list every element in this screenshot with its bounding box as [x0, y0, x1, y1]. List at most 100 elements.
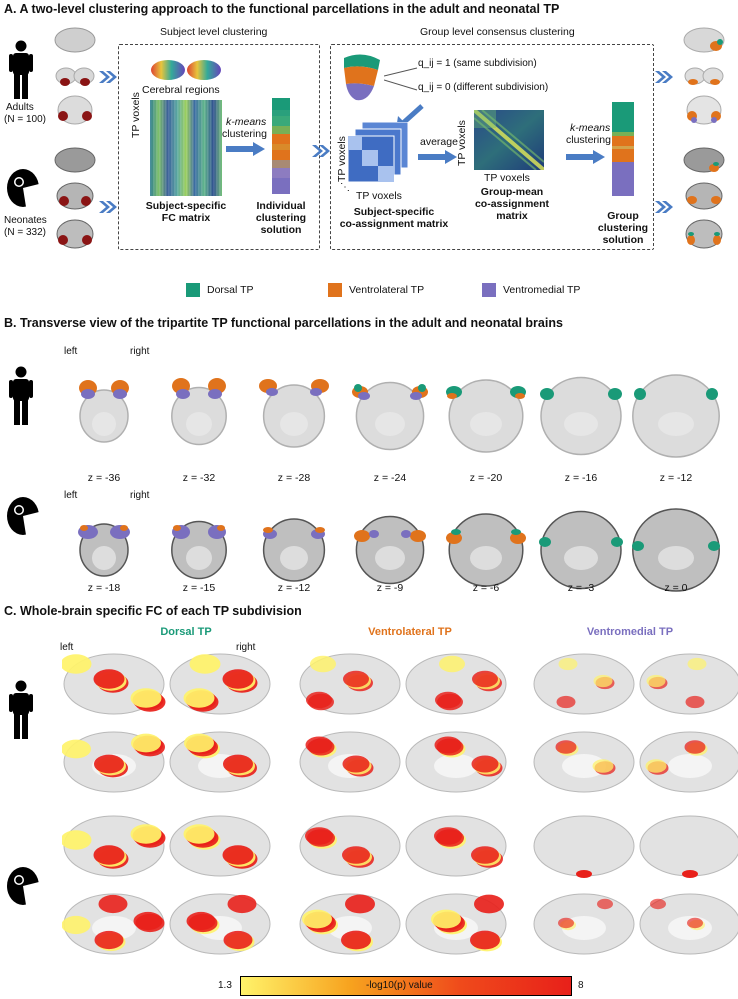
adult-person-icon — [9, 680, 33, 739]
brain-slice — [446, 513, 526, 587]
chevron-right-icon — [655, 71, 673, 83]
lateral-cortex-surface — [62, 653, 166, 715]
arrow-right-icon — [418, 150, 457, 164]
lateral-cortex-surface — [299, 653, 401, 715]
tp-voxels-label-5: TP voxels — [484, 172, 530, 184]
adults-label: Adults — [6, 102, 34, 113]
adult-brain-views-left — [54, 27, 96, 125]
individual-caption-line1: Individual — [256, 200, 306, 212]
medial-cortex-surface — [533, 893, 635, 955]
neonate-icon — [7, 169, 40, 207]
brain-slice — [446, 379, 526, 453]
section-a-title: A. A two-level clustering approach to th… — [4, 2, 560, 16]
brain-slice — [352, 381, 428, 451]
slice-z-label: z = -28 — [277, 472, 311, 484]
tp-voxels-label-4: TP voxels — [456, 120, 468, 166]
group-solution-bar — [612, 102, 634, 196]
medial-cortex-surface — [62, 893, 165, 955]
legend-ventrolateral: Ventrolateral TP — [328, 283, 424, 297]
adult-person-icon — [9, 366, 33, 425]
legend-dorsal: Dorsal TP — [186, 283, 254, 297]
brain-slice — [632, 508, 720, 592]
b-neo-left-label: left — [64, 490, 78, 501]
lateral-cortex-surface — [533, 653, 635, 715]
section-b-title: B. Transverse view of the tripartite TP … — [4, 316, 563, 330]
neonate-icon — [7, 497, 40, 535]
b-neo-right-label: right — [130, 490, 150, 501]
slice-z-label: z = -16 — [564, 472, 598, 484]
coassign-caption-line2: co-assignment matrix — [339, 218, 449, 230]
group-level-label: Group level consensus clustering — [420, 26, 575, 38]
slice-z-label: z = -9 — [376, 582, 404, 594]
medial-cortex-surface — [639, 731, 738, 793]
fc-matrix-caption: Subject-specific FC matrix — [132, 200, 240, 224]
arrow-right-icon — [566, 150, 605, 164]
group-solution-caption-line1: Group — [607, 210, 639, 222]
tp-parcellation-3d — [344, 54, 380, 101]
subject-level-box — [118, 44, 320, 250]
group-solution-caption: Group clustering solution — [592, 210, 654, 246]
fc-matrix — [150, 100, 222, 196]
b-adult-left-label: left — [64, 346, 78, 357]
group-mean-caption: Group-mean co-assignment matrix — [462, 186, 562, 222]
colorbar-min: 1.3 — [218, 980, 232, 991]
lateral-cortex-surface — [299, 815, 401, 877]
qij-diff: q_ij = 0 (different subdivision) — [418, 82, 549, 93]
slice-z-label: z = -32 — [182, 472, 216, 484]
medial-cortex-surface — [405, 893, 507, 955]
slice-z-label: z = -24 — [373, 472, 407, 484]
kmeans-label-1b: clustering — [222, 128, 267, 140]
group-solution-caption-line3: solution — [602, 234, 644, 246]
coassignment-matrix-stack — [348, 122, 409, 183]
group-mean-caption-line2: co-assignment — [474, 198, 550, 210]
brain-slice — [171, 378, 227, 446]
subject-level-label: Subject level clustering — [160, 26, 268, 38]
group-mean-matrix — [474, 110, 544, 170]
medial-cortex-surface — [169, 893, 271, 955]
medial-cortex-surface — [62, 731, 165, 793]
medial-cortex-surface — [533, 731, 635, 793]
ellipsis-dots: ⋱ — [340, 182, 350, 193]
medial-cortex-surface — [405, 731, 507, 793]
legend-swatch-ventromedial — [482, 283, 496, 297]
kmeans-label-1a: k-means — [226, 116, 267, 128]
slice-z-label: z = -12 — [659, 472, 693, 484]
legend-swatch-ventrolateral — [328, 283, 342, 297]
slice-z-label: z = -20 — [469, 472, 503, 484]
brain-slice — [78, 523, 130, 577]
coassign-caption: Subject-specific co-assignment matrix — [334, 206, 454, 230]
legend-swatch-dorsal — [186, 283, 200, 297]
lateral-cortex-surface — [62, 815, 166, 877]
average-label: average — [420, 136, 458, 148]
legend-label-ventromedial: Ventromedial TP — [503, 284, 581, 296]
slice-z-label: z = -18 — [87, 582, 121, 594]
qij-same: q_ij = 1 (same subdivision) — [418, 58, 537, 69]
lateral-cortex-surface — [405, 653, 507, 715]
adults-n: (N = 100) — [4, 114, 46, 125]
brain-slice — [632, 374, 720, 458]
pointer-lines — [384, 67, 418, 91]
arrow-right-icon — [226, 142, 265, 156]
brain-slice — [259, 379, 329, 448]
chevron-right-icon — [655, 201, 673, 213]
adult-person-icon — [9, 40, 33, 99]
fc-matrix-caption-line1: Subject-specific — [145, 200, 227, 212]
group-mean-caption-line1: Group-mean — [480, 186, 544, 198]
c-left-label: left — [60, 642, 74, 653]
slice-z-label: z = 0 — [664, 582, 688, 594]
kmeans-label-2a: k-means — [570, 122, 611, 134]
slice-z-label: z = -3 — [567, 582, 595, 594]
lateral-cortex-surface — [169, 815, 271, 877]
medial-cortex-surface — [299, 731, 401, 793]
slice-z-label: z = -6 — [472, 582, 500, 594]
legend-label-dorsal: Dorsal TP — [207, 284, 254, 296]
individual-solution-bar — [272, 98, 290, 194]
kmeans-label-2b: clustering — [566, 134, 611, 146]
individual-caption-line3: solution — [260, 224, 302, 236]
adult-result-views — [683, 27, 725, 125]
chevron-right-icon — [312, 145, 330, 157]
group-level-box — [330, 44, 654, 250]
colorbar-label: -log10(p) value — [366, 980, 433, 991]
brain-slice — [262, 518, 326, 582]
brain-slice — [79, 380, 129, 443]
